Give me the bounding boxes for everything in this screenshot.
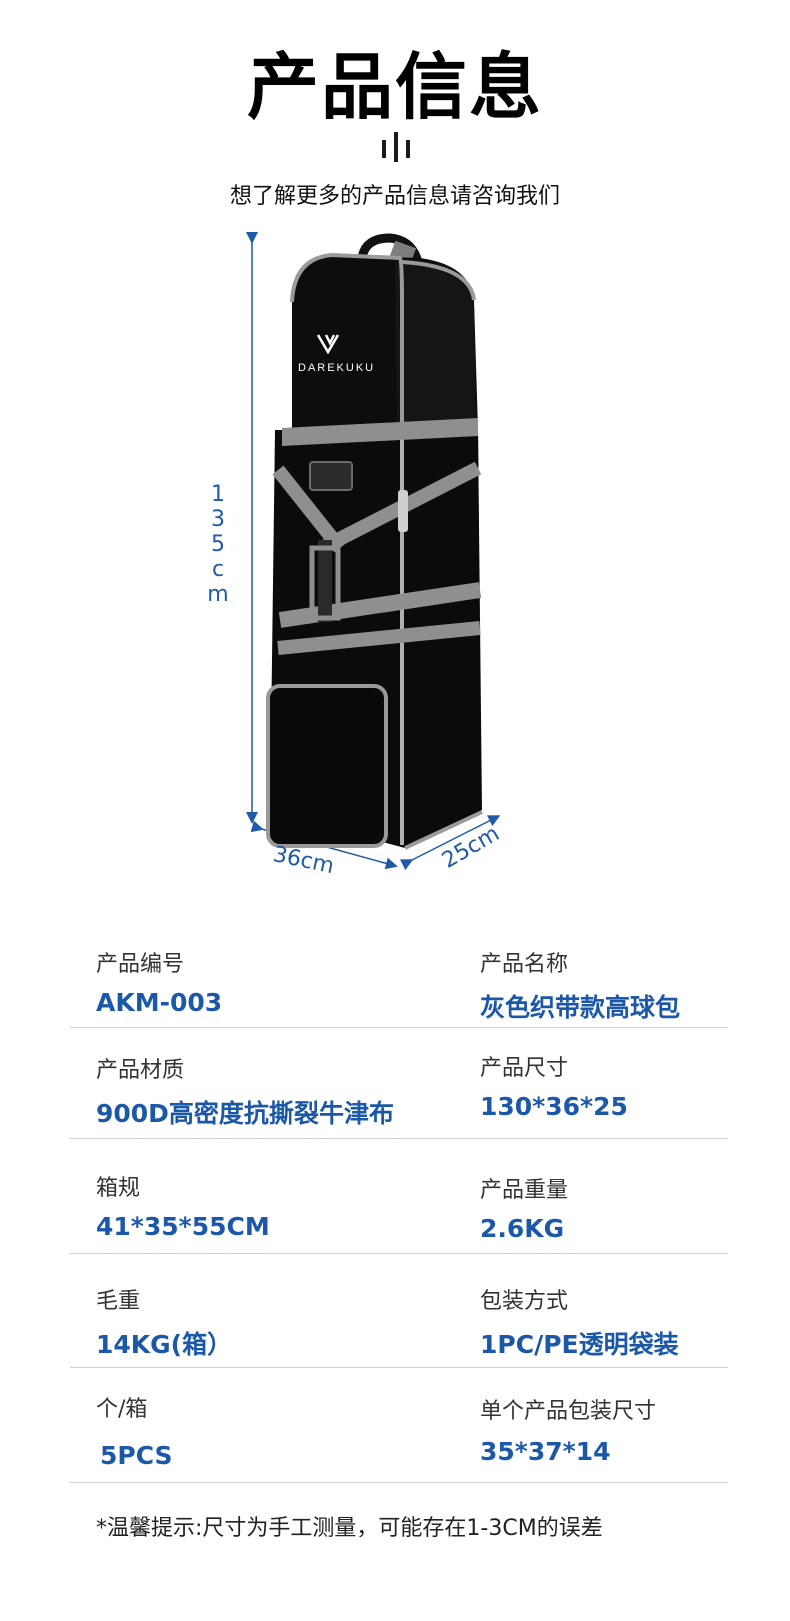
spec-label: 产品材质 (96, 1058, 185, 1083)
golf-travel-bag-image: DAREKUKU (246, 232, 501, 871)
spec-value: 5PCS (100, 1441, 173, 1470)
spec-label: 毛重 (96, 1289, 141, 1314)
depth-dimension-line (399, 815, 501, 871)
page-title: 产品信息 (246, 45, 543, 129)
spec-value: 41*35*55CM (96, 1212, 270, 1241)
page-subtitle: 想了解更多的产品信息请咨询我们 (229, 184, 560, 209)
row-divider (70, 1253, 728, 1254)
spec-item: 箱规 41*35*55CM (96, 1170, 270, 1241)
spec-value: 1PC/PE透明袋装 (480, 1330, 679, 1359)
spec-item: 包装方式 1PC/PE透明袋装 (480, 1283, 679, 1361)
row-divider (70, 1367, 728, 1368)
height-dimension-label: 1 3 5 c m (207, 482, 229, 607)
measurement-note: *温馨提示:尺寸为手工测量，可能存在1-3CM的误差 (96, 1516, 603, 1541)
row-divider (70, 1138, 728, 1139)
spec-value: 900D高密度抗撕裂牛津布 (96, 1099, 394, 1128)
spec-label: 包装方式 (480, 1289, 569, 1314)
spec-label: 产品尺寸 (480, 1056, 569, 1081)
spec-label: 个/箱 (96, 1397, 148, 1422)
row-divider (70, 1027, 728, 1028)
divider-bars-icon (382, 132, 410, 162)
spec-item: 产品重量 2.6KG (480, 1172, 568, 1243)
spec-item: 单个产品包装尺寸 35*37*14 (480, 1393, 656, 1466)
spec-label: 产品重量 (480, 1178, 569, 1203)
spec-label: 箱规 (96, 1176, 141, 1201)
spec-label: 单个产品包装尺寸 (480, 1399, 657, 1424)
spec-value: 2.6KG (480, 1214, 565, 1243)
spec-value: 14KG(箱） (96, 1330, 233, 1359)
spec-value: 灰色织带款高球包 (480, 993, 681, 1022)
spec-item: 个/箱 5PCS (96, 1391, 173, 1470)
spec-value: AKM-003 (96, 988, 223, 1017)
spec-value: 130*36*25 (480, 1092, 628, 1121)
spec-item: 产品编号 AKM-003 (96, 946, 222, 1017)
spec-label: 产品名称 (480, 952, 569, 977)
spec-value: 35*37*14 (480, 1437, 611, 1466)
row-divider (70, 1482, 728, 1483)
spec-item: 毛重 14KG(箱） (96, 1283, 232, 1361)
spec-item: 产品材质 900D高密度抗撕裂牛津布 (96, 1052, 394, 1130)
spec-item: 产品尺寸 130*36*25 (480, 1050, 628, 1121)
spec-item: 产品名称 灰色织带款高球包 (480, 946, 680, 1024)
brand-logo-text: DAREKUKU (298, 362, 375, 374)
spec-label: 产品编号 (96, 952, 185, 977)
